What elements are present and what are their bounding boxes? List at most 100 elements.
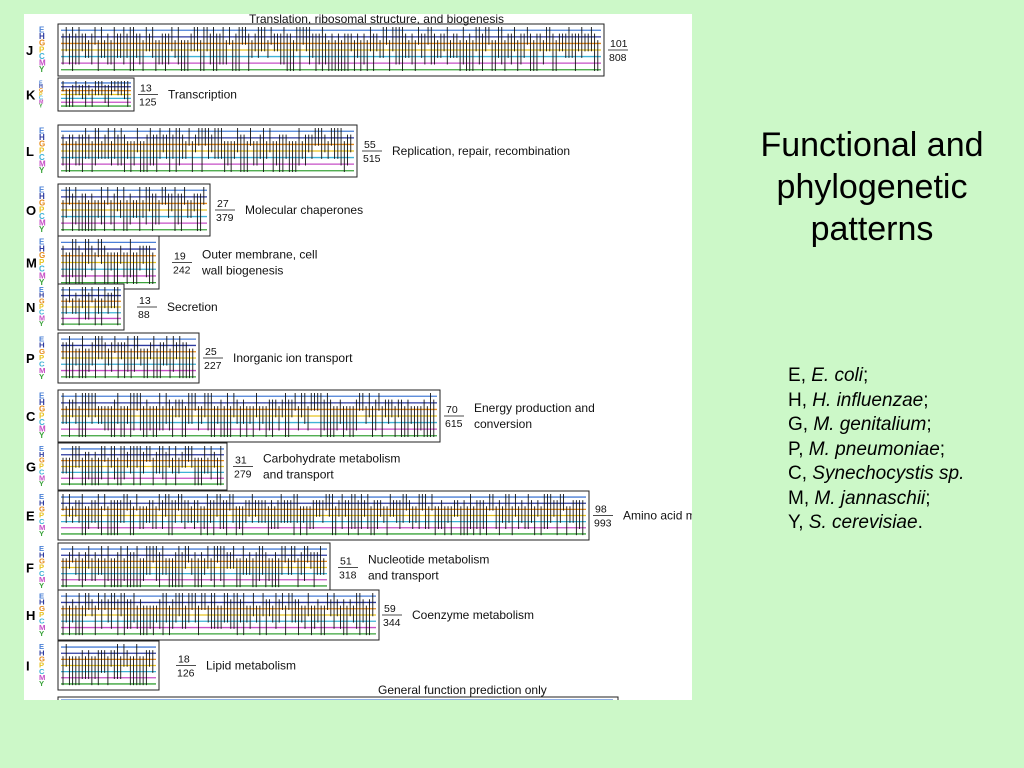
bottom-label: General function prediction only [378, 683, 547, 697]
organism-letter: G [39, 251, 45, 260]
organism-letter: H [39, 550, 45, 559]
category-total: 125 [139, 97, 157, 109]
category-count: 55 [364, 139, 376, 151]
organism-letter: M [39, 366, 45, 375]
organism-letter: C [39, 265, 45, 274]
organism-letter: M [39, 100, 44, 106]
legend-sep: ; [923, 389, 929, 411]
organism-letter: M [39, 424, 46, 433]
species-legend: E, E. coli; H, H. influenzae; G, M. geni… [788, 364, 964, 536]
organism-letter: G [39, 557, 45, 566]
category-total: 88 [138, 309, 150, 321]
organism-letter: P [39, 302, 44, 311]
category-total: 808 [609, 52, 627, 64]
organism-letter: Y [39, 629, 45, 638]
legend-item-m: M, M. jannaschii; [788, 487, 931, 509]
organism-letter: Y [39, 103, 43, 109]
organism-letter: Y [39, 431, 45, 440]
organism-letter: G [39, 88, 43, 94]
organism-letter: G [39, 505, 45, 514]
organism-letter: M [39, 58, 46, 67]
legend-species: Synechocystis sp. [812, 463, 965, 484]
category-code: C [26, 409, 36, 424]
organism-letter: G [39, 604, 45, 613]
legend-item-p: P, M. pneumoniae; [788, 438, 946, 460]
legend-item-c: C, Synechocystis sp. [788, 463, 965, 484]
organism-letter: Y [39, 529, 44, 538]
category-name: Replication, repair, recombination [392, 144, 570, 158]
slide-title: Functional and phylogenetic patterns [760, 126, 984, 248]
category-name: conversion [474, 417, 532, 431]
category-count: 18 [178, 654, 190, 666]
organism-letter: C [39, 616, 45, 625]
category-code: K [26, 88, 36, 103]
category-code: J [26, 43, 33, 58]
organism-letter: Y [39, 679, 44, 688]
organism-letter: H [39, 192, 45, 201]
organism-letter: M [39, 673, 45, 682]
category-code: L [26, 144, 34, 159]
organism-letter: E [39, 334, 44, 343]
organism-letter: G [39, 199, 45, 208]
organism-letter: Y [39, 225, 45, 234]
category-name: Secretion [167, 300, 218, 314]
organism-letter: E [39, 544, 44, 553]
organism-letter: E [39, 444, 44, 453]
legend-code: P [788, 438, 799, 460]
category-count: 25 [205, 346, 217, 358]
organism-letter: C [39, 517, 45, 526]
organism-letter: H [39, 498, 45, 507]
organism-letter: P [39, 92, 43, 98]
category-name: wall biogenesis [201, 264, 283, 278]
organism-letter: Y [39, 319, 44, 328]
organism-letter: G [39, 39, 45, 48]
organism-letter: C [39, 52, 45, 61]
category-name: and transport [368, 569, 439, 583]
legend-sep: ; [939, 438, 946, 460]
organism-letter: C [39, 359, 45, 368]
legend-item-y: Y, S. cerevisiae. [788, 512, 923, 533]
organism-letter: Y [39, 479, 44, 488]
category-count: 70 [446, 404, 458, 416]
category-total: 279 [234, 469, 252, 481]
organism-letter: G [39, 347, 45, 356]
organism-letter: E [39, 127, 45, 136]
organism-letter: E [39, 392, 45, 401]
organism-letter: H [39, 598, 45, 607]
legend-code: C [788, 463, 802, 484]
category-count: 13 [139, 295, 151, 307]
category-code: F [26, 561, 34, 576]
category-code: M [26, 256, 37, 271]
organism-letter: C [39, 667, 45, 676]
legend-code: M [788, 487, 804, 509]
category-count: 51 [340, 556, 352, 568]
category-name: Coenzyme metabolism [412, 608, 534, 622]
organism-letter: M [39, 623, 45, 632]
organism-letter: H [39, 450, 44, 459]
category-code: I [26, 659, 30, 674]
category-name: Lipid metabolism [206, 659, 296, 673]
organism-letter: H [39, 398, 45, 407]
organism-letter: C [39, 418, 45, 427]
legend-item-h: H, H. influenzae; [788, 389, 929, 411]
organism-letter: E [39, 285, 44, 294]
organism-letter: P [39, 511, 44, 520]
category-count: 101 [610, 38, 628, 50]
organism-letter: Y [39, 278, 45, 287]
category-code: H [26, 608, 35, 623]
organism-letter: E [39, 186, 45, 195]
organism-letter: M [39, 473, 45, 482]
legend-code: E [788, 365, 801, 386]
organism-letter: P [39, 45, 45, 54]
organism-letter: E [39, 80, 43, 86]
organism-letter: G [39, 405, 45, 414]
legend-item-e: E, E. coli; [788, 365, 869, 386]
organism-letter: G [39, 655, 45, 664]
organism-letter: P [39, 353, 44, 362]
